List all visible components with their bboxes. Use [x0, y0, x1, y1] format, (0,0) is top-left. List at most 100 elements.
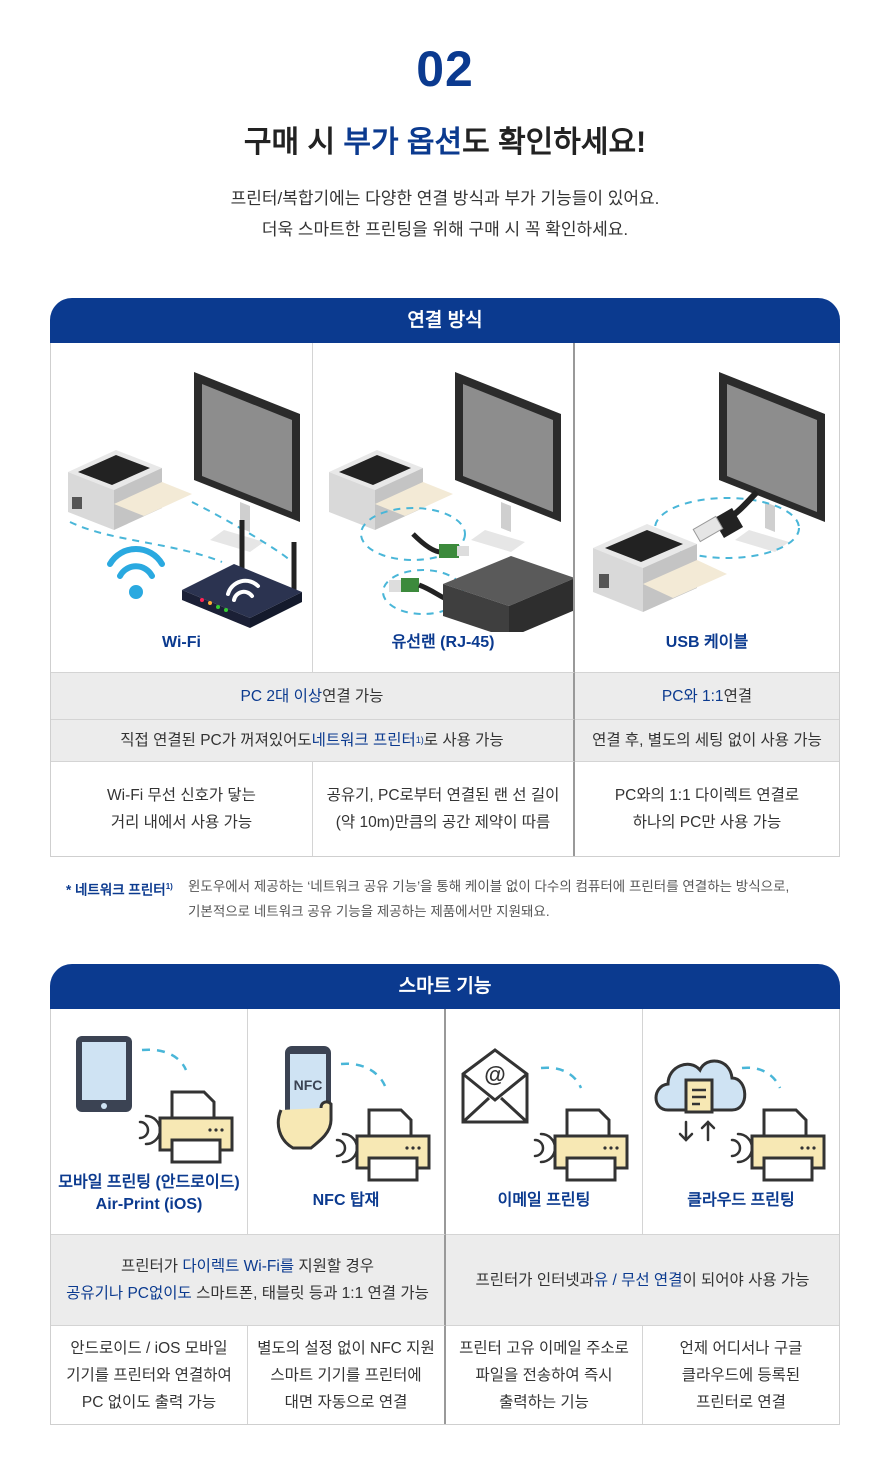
cloud-desc-line-1: 언제 어디서나 구글	[679, 1339, 803, 1357]
connection-card: 연결 방식	[50, 298, 840, 857]
monitor-icon	[193, 372, 300, 552]
mobile-desc-cell: 안드로이드 / iOS 모바일 기기를 프린터와 연결하여 PC 없이도 출력 …	[51, 1326, 248, 1424]
monitor-icon	[719, 372, 825, 552]
lan-desc-line-1: 공유기, PC로부터 연결된 랜 선 길이	[326, 787, 560, 804]
usb-cell: USB 케이블	[575, 343, 839, 673]
email-printing-cell: @ 이메일 프린팅	[446, 1009, 643, 1235]
printer-icon	[593, 524, 727, 612]
network-printer-highlight: 네트워크 프린터	[311, 732, 416, 749]
usb-desc-cell: PC와의 1:1 다이렉트 연결로 하나의 PC만 사용 가능	[575, 762, 839, 856]
internet-required-post: 이 되어야 사용 가능	[682, 1271, 810, 1289]
network-printer-text-pre: 직접 연결된 PC가 꺼져있어도	[120, 732, 312, 749]
network-printer-sup: 1)	[415, 735, 424, 745]
smart-image-row: 모바일 프린팅 (안드로이드) Air-Print (iOS) NFC	[51, 1009, 839, 1235]
tablet-icon	[76, 1036, 132, 1112]
mobile-printing-label-line-2: Air-Print (iOS)	[95, 1196, 203, 1213]
cloud-desc-line-3: 프린터로 연결	[696, 1393, 786, 1411]
wifi-desc-line-1: Wi-Fi 무선 신호가 닿는	[107, 787, 256, 804]
wifi-desc-cell: Wi-Fi 무선 신호가 닿는 거리 내에서 사용 가능	[51, 762, 313, 856]
title-highlight: 부가 옵션	[343, 126, 463, 159]
connection-grid: Wi-Fi	[50, 343, 840, 857]
nfc-cell: NFC	[248, 1009, 446, 1235]
usb-label: USB 케이블	[665, 634, 749, 651]
single-pc-cell: PC와 1:1 연결	[575, 673, 839, 720]
multi-pc-highlight: PC 2대 이상	[240, 687, 323, 705]
smart-row-2: 안드로이드 / iOS 모바일 기기를 프린터와 연결하여 PC 없이도 출력 …	[51, 1326, 839, 1424]
mobile-desc-line-2: 기기를 프린터와 연결하여	[66, 1366, 232, 1384]
smart-row-1: 프린터가 다이렉트 Wi-Fi를 지원할 경우 공유기나 PC없이도 스마트폰,…	[51, 1235, 839, 1326]
multi-pc-cell: PC 2대 이상 연결 가능	[51, 673, 575, 720]
printer-icon	[329, 450, 453, 530]
nfc-desc-cell: 별도의 설정 없이 NFC 지원 스마트 기기를 프린터에 대면 자동으로 연결	[248, 1326, 446, 1424]
nfc-illustration: NFC	[276, 1046, 431, 1182]
email-desc-line-2: 파일을 전송하여 즉시	[475, 1366, 613, 1384]
footnote: * 네트워크 프린터1) 윈도우에서 제공하는 ‘네트워크 공유 기능’을 통해…	[66, 874, 826, 924]
email-desc-line-3: 출력하는 기능	[499, 1393, 589, 1411]
signal-icon	[335, 1132, 359, 1164]
internet-required-pre: 프린터가 인터넷과	[475, 1271, 594, 1289]
direct-wifi-line-2: 공유기나 PC없이도 스마트폰, 태블릿 등과 1:1 연결 가능	[66, 1280, 429, 1307]
connection-header: 연결 방식	[50, 298, 840, 343]
smart-card: 스마트 기능	[50, 964, 840, 1425]
wifi-desc-line-2: 거리 내에서 사용 가능	[110, 814, 253, 831]
nfc-desc-line-3: 대면 자동으로 연결	[284, 1393, 408, 1411]
signal-icon	[730, 1132, 754, 1164]
footnote-key-text: * 네트워크 프린터	[66, 882, 166, 898]
smart-grid: 모바일 프린팅 (안드로이드) Air-Print (iOS) NFC	[50, 1009, 840, 1425]
cloud-printing-illustration	[654, 1059, 826, 1182]
network-printer-text-post: 로 사용 가능	[423, 732, 504, 749]
phone-icon: NFC	[285, 1046, 331, 1130]
usb-desc-line-1: PC와의 1:1 다이렉트 연결로	[614, 787, 800, 804]
hand-icon	[276, 1100, 333, 1150]
nfc-label: NFC 탑재	[312, 1192, 380, 1209]
title-post: 도 확인하세요!	[462, 126, 647, 159]
footnote-line-1: 윈도우에서 제공하는 ‘네트워크 공유 기능’을 통해 케이블 없이 다수의 컴…	[188, 879, 790, 894]
connection-row-3: Wi-Fi 무선 신호가 닿는 거리 내에서 사용 가능 공유기, PC로부터 …	[51, 762, 839, 856]
wifi-label: Wi-Fi	[162, 634, 201, 651]
footnote-key-sup: 1)	[165, 882, 173, 891]
cloud-icon	[654, 1059, 747, 1114]
envelope-icon: @	[461, 1048, 529, 1124]
connection-row-1: PC 2대 이상 연결 가능 PC와 1:1 연결	[51, 673, 839, 720]
transfer-arrows-icon	[678, 1120, 716, 1142]
lan-desc-cell: 공유기, PC로부터 연결된 랜 선 길이 (약 10m)만큼의 공간 제약이 …	[313, 762, 575, 856]
email-desc-cell: 프린터 고유 이메일 주소로 파일을 전송하여 즉시 출력하는 기능	[446, 1326, 643, 1424]
signal-icon	[533, 1132, 557, 1164]
printer-icon	[553, 1108, 629, 1182]
mobile-desc-line-1: 안드로이드 / iOS 모바일	[70, 1339, 228, 1357]
router-icon	[181, 520, 302, 628]
lan-illustration	[329, 372, 573, 632]
email-printing-illustration: @	[461, 1048, 629, 1182]
internet-required-highlight: 유 / 무선 연결	[593, 1271, 683, 1289]
smart-header: 스마트 기능	[50, 964, 840, 1009]
printer-icon	[750, 1108, 826, 1182]
mobile-desc-line-3: PC 없이도 출력 가능	[81, 1393, 217, 1411]
intro-line-2: 더욱 스마트한 프린팅을 위해 구매 시 꼭 확인하세요.	[261, 220, 629, 239]
wifi-cell: Wi-Fi	[51, 343, 313, 673]
usb-illustration	[593, 372, 825, 612]
footnote-line-2: 기본적으로 네트워크 공유 기능을 제공하는 제품에서만 지원돼요.	[188, 904, 550, 919]
cloud-printing-label: 클라우드 프린팅	[687, 1192, 795, 1209]
printer-icon	[158, 1090, 234, 1164]
switch-hub-icon	[443, 556, 573, 632]
direct-wifi-line-1: 프린터가 다이렉트 Wi-Fi를 지원할 경우	[121, 1253, 374, 1280]
single-pc-highlight: PC와 1:1	[661, 687, 724, 705]
usb-cable-icon	[692, 489, 760, 543]
cloud-printing-cell: 클라우드 프린팅	[643, 1009, 839, 1235]
signal-icon	[138, 1114, 162, 1146]
cloud-desc-line-2: 클라우드에 등록된	[681, 1366, 801, 1384]
direct-wifi-line-2-post: 스마트폰, 태블릿 등과 1:1 연결 가능	[191, 1285, 429, 1302]
cloud-desc-cell: 언제 어디서나 구글 클라우드에 등록된 프린터로 연결	[643, 1326, 839, 1424]
intro-text: 프린터/복합기에는 다양한 연결 방식과 부가 기능들이 있어요. 더욱 스마트…	[0, 183, 890, 245]
direct-wifi-highlight: 다이렉트 Wi-Fi를	[182, 1258, 295, 1275]
direct-wifi-cell: 프린터가 다이렉트 Wi-Fi를 지원할 경우 공유기나 PC없이도 스마트폰,…	[51, 1235, 446, 1326]
single-pc-text: 연결	[723, 687, 753, 705]
mobile-printing-cell: 모바일 프린팅 (안드로이드) Air-Print (iOS)	[51, 1009, 248, 1235]
section-number: 02	[416, 41, 474, 97]
mobile-printing-label: 모바일 프린팅 (안드로이드) Air-Print (iOS)	[58, 1172, 239, 1234]
mobile-printing-illustration	[76, 1036, 234, 1164]
email-printing-label: 이메일 프린팅	[497, 1192, 591, 1209]
lan-label: 유선랜 (RJ-45)	[391, 634, 495, 651]
nfc-desc-line-2: 스마트 기기를 프린터에	[270, 1366, 422, 1384]
